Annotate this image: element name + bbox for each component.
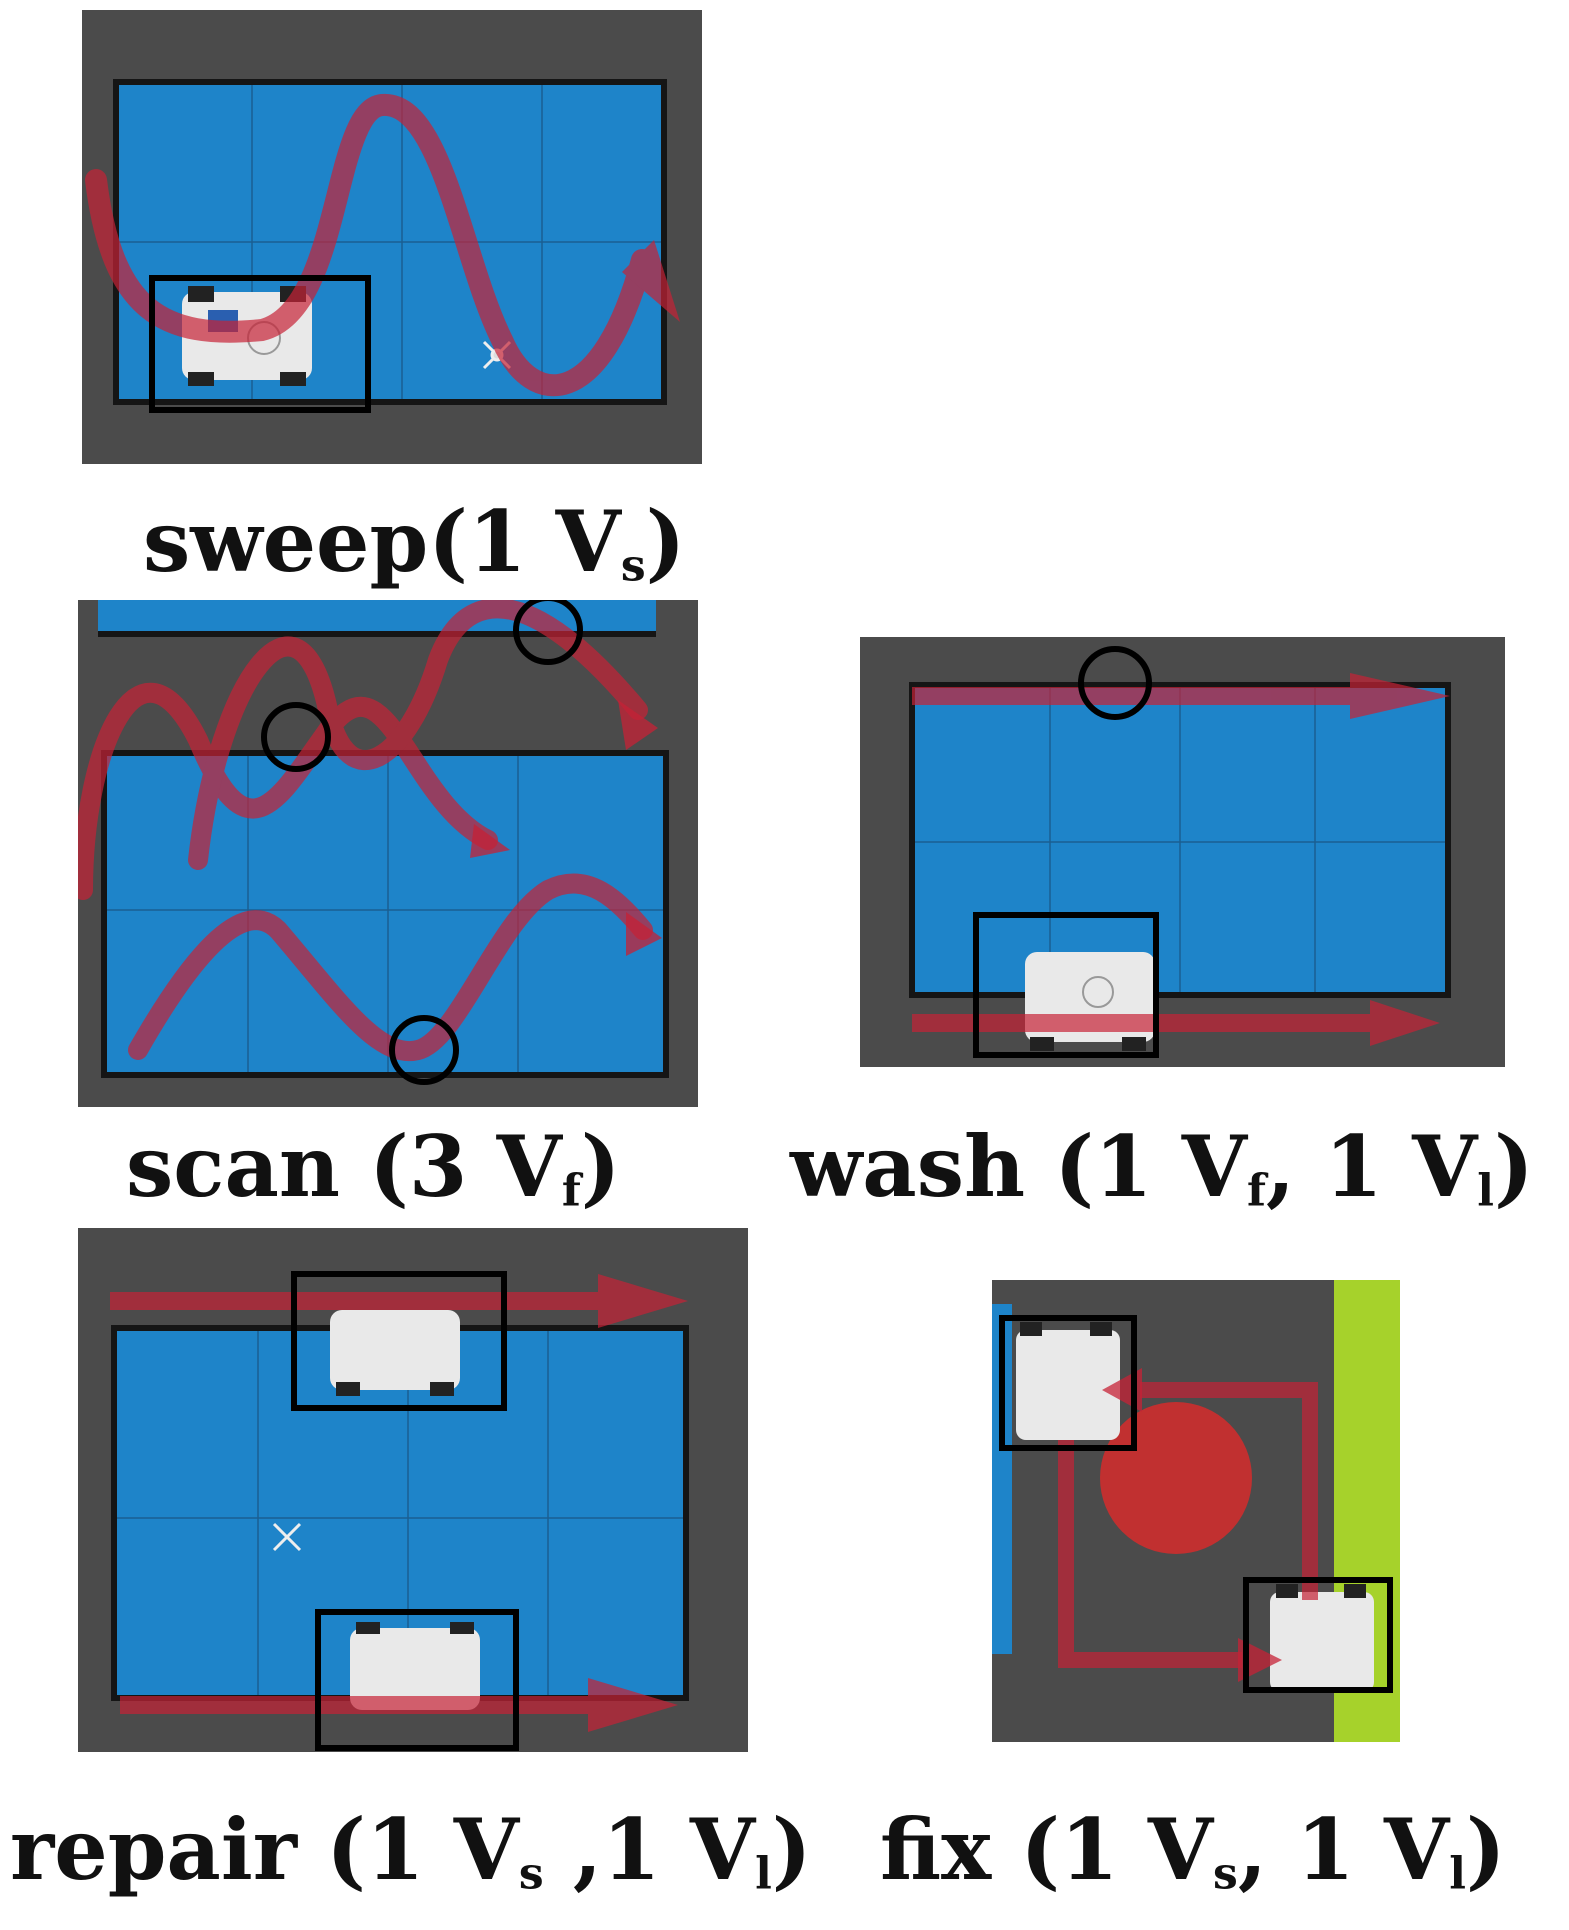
sweep-scene	[82, 10, 702, 464]
vehicle-symbol: V	[555, 492, 621, 591]
vehicle-symbol: V	[453, 1800, 519, 1899]
scan-scene	[78, 600, 698, 1107]
caption-separator: ,1	[543, 1800, 690, 1899]
fix-caption: fix (1 Vs, 1 Vl)	[880, 1808, 1506, 1897]
ground-robot-box	[1243, 1577, 1393, 1693]
sweep-photo	[82, 10, 702, 464]
caption-close: )	[1494, 1117, 1534, 1216]
ground-robot	[330, 1310, 460, 1396]
mat-grid	[912, 685, 1448, 995]
trajectory-arrowheads	[470, 700, 662, 956]
fix-trajectory	[1058, 1382, 1318, 1668]
caption-task: repair (1	[10, 1800, 454, 1899]
fix-photo	[992, 1280, 1400, 1742]
ground-robot	[1025, 952, 1155, 1051]
red-target-disk	[1100, 1402, 1252, 1554]
vehicle-subscript: s	[620, 540, 646, 592]
ground-robot	[350, 1622, 480, 1710]
wash-photo	[860, 637, 1505, 1067]
drone-circle	[389, 1015, 459, 1085]
blue-strip	[992, 1304, 1012, 1654]
caption-close: )	[771, 1800, 812, 1899]
drone-circle	[1078, 646, 1152, 720]
ground-robot-box	[999, 1315, 1137, 1451]
caption-separator: , 1	[1265, 1117, 1413, 1216]
caption-close: )	[645, 492, 686, 591]
vehicle-subscript: l	[1449, 1848, 1466, 1900]
wash-trajectories	[912, 673, 1450, 1046]
scan-trajectories	[78, 600, 653, 1062]
vehicle-subscript: s	[518, 1848, 544, 1900]
fix-scene	[992, 1280, 1400, 1742]
drone	[272, 1522, 302, 1552]
vehicle-symbol: V	[1147, 1800, 1214, 1899]
ground-robot-box	[973, 912, 1159, 1058]
drone-circle	[513, 600, 583, 665]
caption-separator: , 1	[1237, 1800, 1384, 1899]
caption-close: )	[580, 1117, 621, 1216]
ground-robot-box	[291, 1271, 507, 1411]
repair-photo	[78, 1228, 748, 1752]
sweep-caption: sweep(1 Vs)	[143, 500, 685, 589]
sweep-trajectory	[85, 94, 680, 397]
drone-circle	[261, 702, 331, 772]
blue-mat	[104, 753, 666, 1075]
scan-caption: scan (3 Vf)	[126, 1125, 621, 1214]
repair-caption: repair (1 Vs ,1 Vl)	[10, 1808, 812, 1897]
vehicle-symbol: V	[689, 1800, 756, 1899]
caption-task: scan (3	[126, 1117, 497, 1216]
vehicle-subscript: f	[561, 1165, 581, 1217]
ground-robot-box	[315, 1609, 519, 1751]
mat-border	[909, 682, 1451, 998]
vehicle-subscript: s	[1213, 1848, 1238, 1900]
ground-robot	[1270, 1584, 1374, 1692]
repair-scene	[78, 1228, 748, 1752]
repair-trajectories	[110, 1274, 688, 1732]
caption-task: wash (1	[790, 1117, 1182, 1216]
caption-task: sweep(1	[143, 492, 556, 591]
vehicle-symbol: V	[496, 1117, 562, 1216]
caption-task: fix (1	[880, 1800, 1148, 1899]
vehicle-subscript: f	[1246, 1165, 1266, 1217]
vehicle-symbol: V	[1384, 1800, 1450, 1899]
vehicle-symbol: V	[1412, 1117, 1478, 1216]
ground-robot	[1016, 1322, 1120, 1440]
caption-close: )	[1465, 1800, 1506, 1899]
vehicle-subscript: l	[755, 1848, 772, 1900]
wash-scene	[860, 637, 1505, 1067]
vehicle-subscript: l	[1477, 1165, 1494, 1217]
ground-robot-box	[149, 275, 371, 413]
vehicle-symbol: V	[1181, 1117, 1247, 1216]
wash-caption: wash (1 Vf, 1 Vl)	[790, 1125, 1534, 1214]
scan-photo	[78, 600, 698, 1107]
